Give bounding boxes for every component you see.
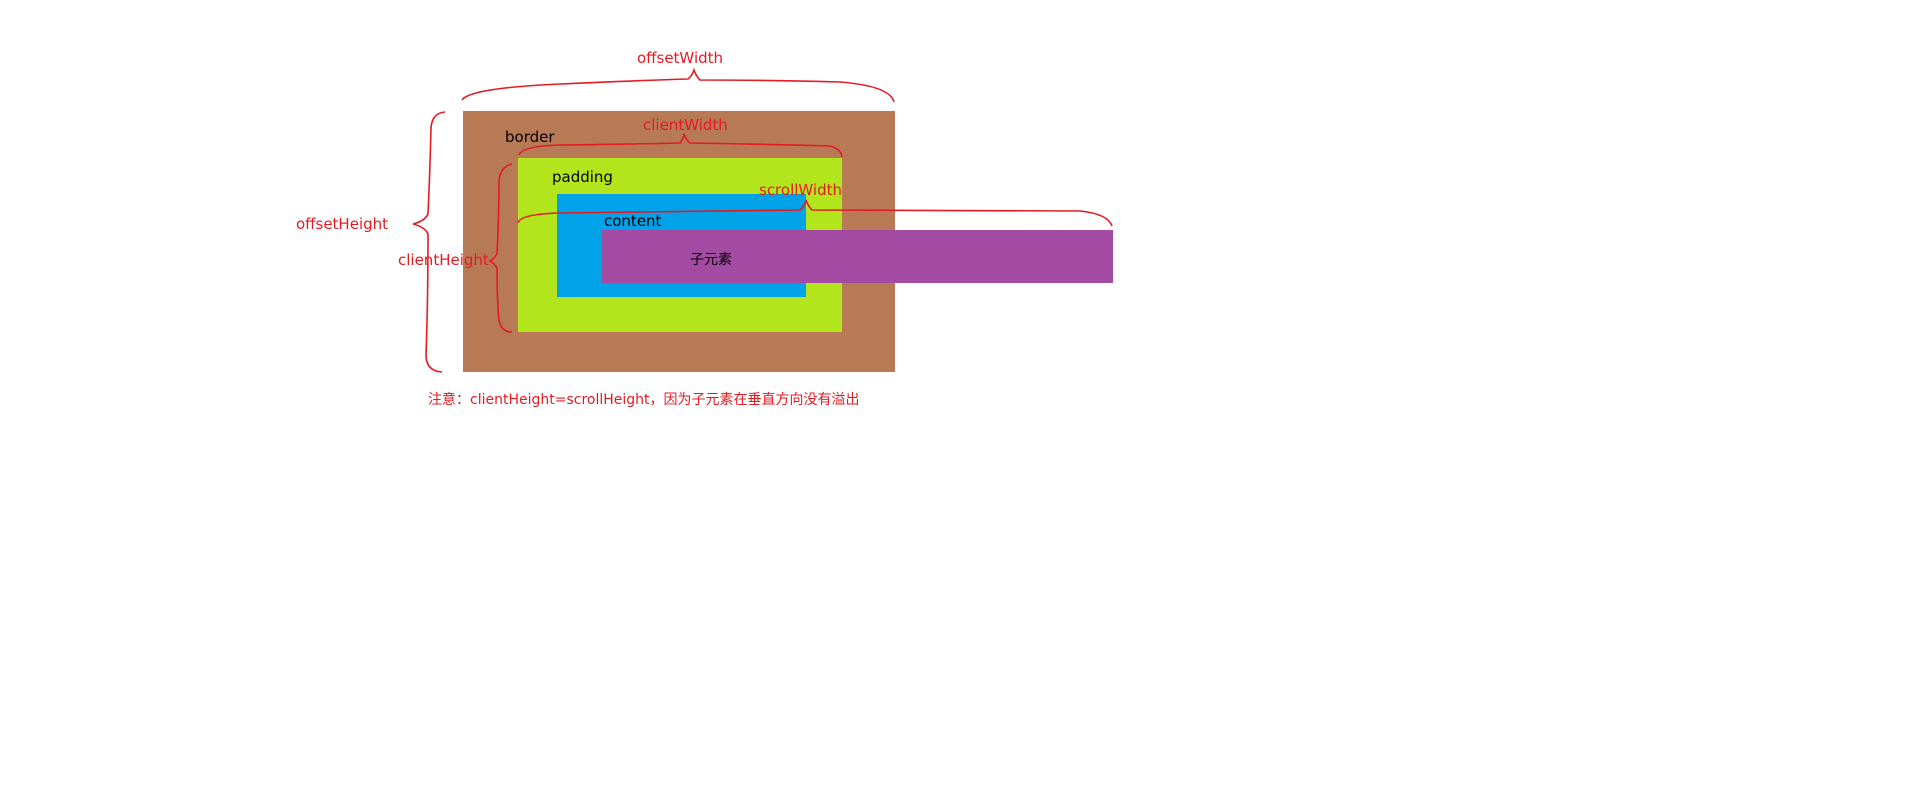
offset-width-bracket	[461, 67, 895, 103]
border-label: border	[505, 128, 555, 146]
scroll-width-label: scrollWidth	[759, 181, 842, 199]
offset-width-label: offsetWidth	[637, 49, 724, 67]
client-height-label: clientHeight	[398, 251, 489, 269]
client-width-label: clientWidth	[643, 116, 728, 134]
note-text: 注意：clientHeight=scrollHeight，因为子元素在垂直方向没…	[428, 392, 860, 408]
content-label: content	[604, 212, 662, 230]
offset-height-bracket	[412, 111, 446, 373]
child-element-label: 子元素	[690, 252, 732, 268]
offset-height-label: offsetHeight	[296, 215, 389, 233]
child-element-box	[602, 230, 1113, 283]
padding-label: padding	[552, 168, 613, 186]
